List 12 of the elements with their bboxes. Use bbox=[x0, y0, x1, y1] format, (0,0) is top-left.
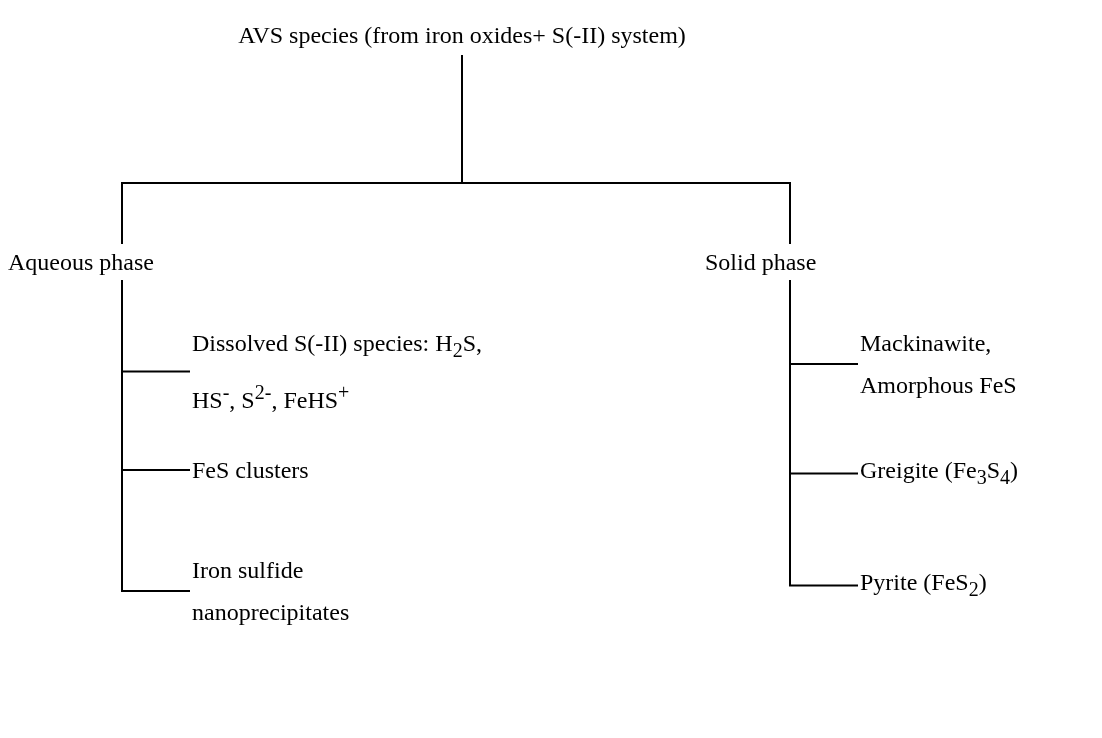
connector-line bbox=[461, 54, 791, 245]
node-label: Iron sulfide nanoprecipitates bbox=[192, 556, 351, 627]
node-label: AVS species (from iron oxides+ S(-II) system) bbox=[237, 21, 687, 50]
node-label: Greigite (Fe$_{3}$S$_{4}$) bbox=[860, 456, 1019, 490]
connector-line bbox=[121, 279, 191, 592]
node-label: Dissolved S(-II) species: H$_{2}$S, HS$^{-}$, S$^{2-}$, FeHS$^{+}$ bbox=[192, 329, 483, 415]
node-label: Pyrite (FeS$_{2}$) bbox=[860, 568, 988, 602]
connector-line bbox=[789, 279, 859, 587]
node-label: FeS clusters bbox=[192, 456, 310, 485]
node-label: Solid phase bbox=[705, 248, 818, 277]
node-label: Mackinawite, Amorphous FeS bbox=[860, 329, 1018, 400]
node-label: Aqueous phase bbox=[8, 248, 155, 277]
